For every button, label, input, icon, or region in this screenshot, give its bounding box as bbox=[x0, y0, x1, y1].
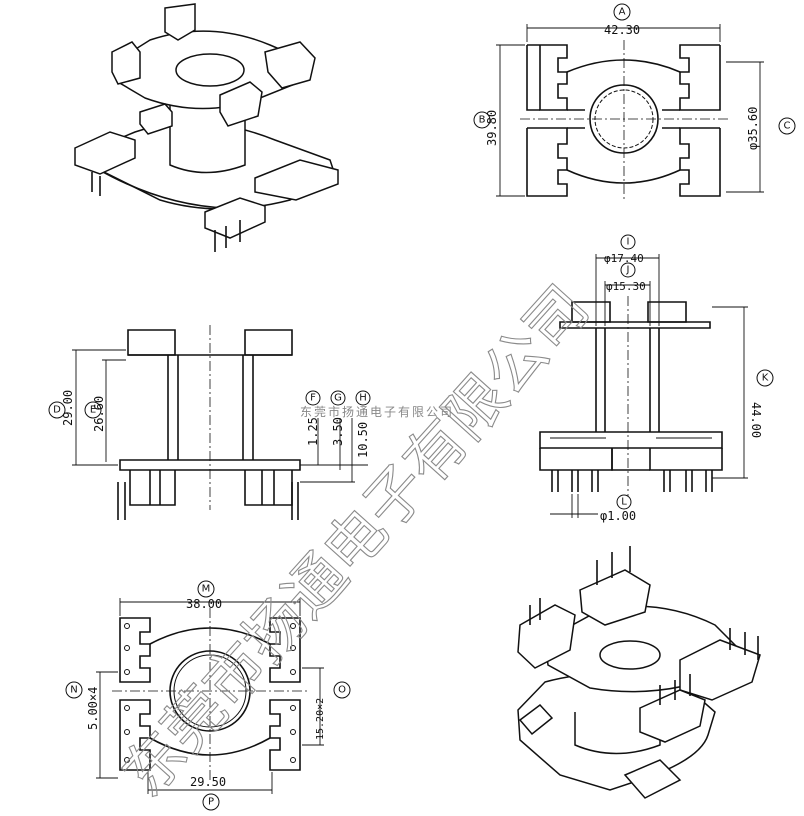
dim-marker-l bbox=[616, 494, 632, 510]
dim-value-d: 29.00 bbox=[61, 390, 75, 426]
bottom-view bbox=[96, 598, 324, 794]
dim-letter-c: C bbox=[784, 121, 791, 132]
side-view bbox=[72, 325, 368, 520]
dim-value-f: 1.25 bbox=[306, 417, 320, 446]
dim-marker-i bbox=[620, 234, 636, 250]
dim-letter-d: D bbox=[53, 405, 61, 416]
dim-value-i: φ17.40 bbox=[604, 252, 644, 265]
top-view bbox=[496, 24, 764, 200]
dim-letter-f: F bbox=[310, 393, 316, 404]
dim-marker-m bbox=[197, 580, 215, 598]
dim-marker-h bbox=[355, 390, 371, 406]
dimension-labels: A 42.30 B 39.80 C φ35.60 D 29.00 E 26.60… bbox=[48, 3, 796, 811]
dim-letter-a: A bbox=[619, 7, 626, 18]
dim-value-g: 3.50 bbox=[331, 417, 345, 446]
dim-marker-n bbox=[65, 681, 83, 699]
dim-value-h: 10.50 bbox=[356, 422, 370, 458]
dim-marker-e bbox=[84, 401, 102, 419]
dim-value-c: φ35.60 bbox=[746, 107, 760, 150]
dim-letter-p: P bbox=[208, 797, 214, 808]
dim-letter-n: N bbox=[70, 685, 77, 696]
dim-value-e: 26.60 bbox=[92, 396, 106, 432]
dim-marker-g bbox=[330, 390, 346, 406]
dim-marker-f bbox=[305, 390, 321, 406]
dim-value-n: 5.00×4 bbox=[86, 687, 100, 730]
dim-letter-h: H bbox=[359, 393, 367, 404]
dim-marker-k bbox=[756, 369, 774, 387]
dim-value-m: 38.00 bbox=[186, 597, 222, 611]
dim-letter-j: J bbox=[626, 265, 630, 276]
dim-letter-k: K bbox=[762, 373, 769, 384]
dim-letter-m: M bbox=[202, 584, 211, 595]
dim-value-l: φ1.00 bbox=[600, 509, 636, 523]
dim-marker-a bbox=[613, 3, 631, 21]
front-view bbox=[539, 254, 748, 518]
isometric-view-bottom bbox=[517, 546, 761, 799]
dim-marker-c bbox=[778, 117, 796, 135]
dim-letter-e: E bbox=[90, 405, 96, 416]
dim-value-j: φ15.30 bbox=[606, 280, 646, 293]
dim-value-k: 44.00 bbox=[749, 402, 763, 438]
dim-letter-l: L bbox=[621, 497, 627, 508]
dim-marker-b bbox=[473, 111, 491, 129]
dim-letter-g: G bbox=[334, 393, 342, 404]
dim-letter-i: I bbox=[627, 237, 630, 248]
watermark-small: 东莞市扬通电子有限公司 bbox=[300, 404, 454, 419]
dim-value-a: 42.30 bbox=[604, 23, 640, 37]
bottom-pin-holes bbox=[124, 623, 296, 763]
dim-marker-d bbox=[48, 401, 66, 419]
isometric-view-top bbox=[74, 3, 339, 252]
dim-marker-o bbox=[333, 681, 351, 699]
dim-value-b: 39.80 bbox=[485, 110, 499, 146]
dim-letter-b: B bbox=[479, 115, 486, 126]
dim-marker-j bbox=[620, 262, 636, 278]
dim-letter-o: O bbox=[338, 685, 346, 696]
dim-value-o: 15.20×2 bbox=[315, 698, 326, 740]
dim-marker-p bbox=[202, 793, 220, 811]
dim-value-p: 29.50 bbox=[190, 775, 226, 789]
